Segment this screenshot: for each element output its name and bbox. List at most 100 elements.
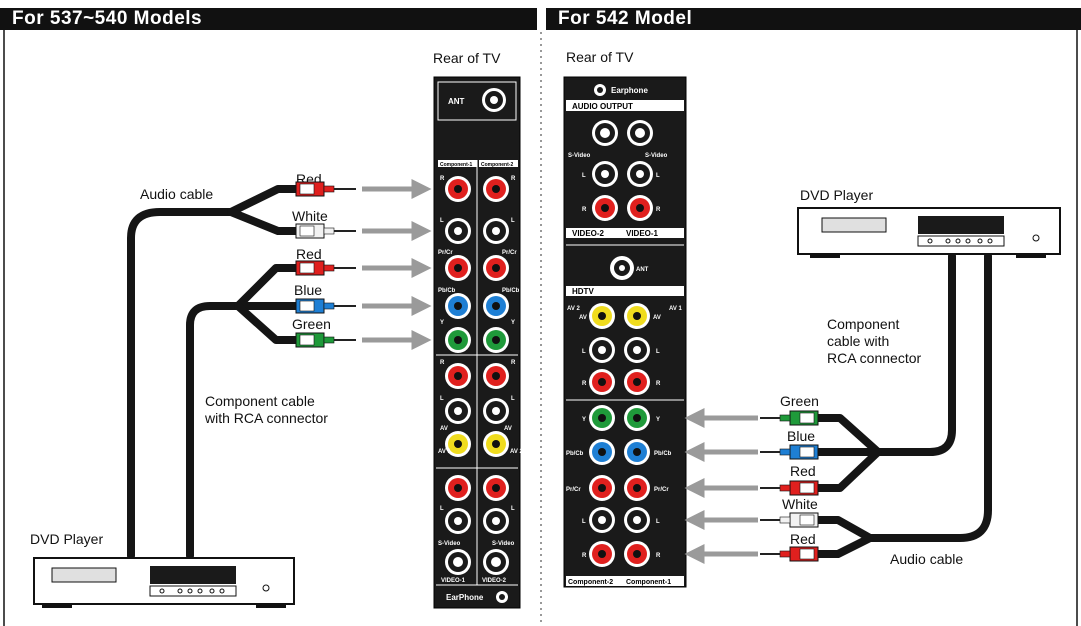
left-plug-green-component: [295, 332, 356, 348]
panel-jack-label: Y: [440, 320, 444, 326]
panel-jack-label: R: [582, 207, 587, 213]
right-tv-panel: Earphone AUDIO OUTPUT VIDEO-2 VIDEO-1 HD…: [563, 76, 687, 588]
left-plug-label-white: White: [292, 208, 328, 224]
left-cables: [127, 185, 300, 560]
left-audio-cable-label: Audio cable: [140, 186, 214, 202]
left-tv-panel: ANT Component-1 Component-2: [433, 76, 524, 609]
left-plug-red-component: [295, 260, 356, 276]
panel-jack-label: R: [656, 381, 661, 387]
panel-jack-label: Pr/Cr: [502, 250, 517, 256]
panel-jack-label: L: [656, 349, 660, 355]
left-audio-cable-branch-red: [227, 185, 300, 216]
panel-jack-label: S-Video: [645, 153, 668, 159]
panel-jack-label: ANT: [636, 267, 649, 273]
left-dvd-player: [33, 557, 295, 608]
panel-jack-label: R: [440, 176, 445, 182]
left-panel-jacks: [445, 176, 509, 575]
right-audio-cable-trunk: [866, 252, 992, 542]
right-audio-branch-white: [814, 516, 874, 542]
left-audio-cable-branch-white: [227, 208, 300, 235]
right-plug-label-white: White: [782, 496, 818, 512]
panel-jack-label: AV: [440, 426, 448, 432]
left-component-branch-red: [234, 264, 300, 310]
right-component-cable-trunk: [874, 252, 956, 456]
right-audio-cable-label: Audio cable: [890, 551, 964, 567]
panel-jack-label: S-Video: [568, 153, 591, 159]
left-plug-label-blue: Blue: [294, 282, 323, 298]
left-arrows: [362, 179, 432, 350]
right-plug-green: [760, 410, 819, 426]
panel-jack-label: AV: [504, 426, 512, 432]
panel-jack-label: L: [582, 173, 586, 179]
panel-jack-label: Pr/Cr: [566, 487, 581, 493]
panel-jack-label: Pb/Cb: [654, 451, 672, 457]
right-rear-of-tv-label: Rear of TV: [566, 49, 634, 65]
right-component-branch-red: [814, 448, 882, 492]
left-plug-red-audio: [295, 181, 356, 197]
right-component-cable-label: Component cable with RCA connector: [827, 316, 922, 366]
panel-jack-label: Pb/Cb: [502, 288, 520, 294]
right-dvd-player-label: DVD Player: [800, 187, 874, 203]
left-component-cable-trunk: [186, 302, 242, 560]
left-video-1-label: VIDEO-1: [441, 578, 466, 584]
right-component-1-label: Component-1: [626, 579, 671, 586]
panel-jack-label: L: [440, 218, 444, 224]
right-earphone-label: Earphone: [611, 86, 648, 95]
right-video-1-label: VIDEO-1: [626, 229, 659, 238]
right-cables: [814, 252, 992, 558]
left-video-2-label: VIDEO-2: [482, 578, 507, 584]
panel-jack-label: Y: [582, 417, 586, 423]
panel-jack-label: L: [511, 218, 515, 224]
panel-jack-label: Y: [511, 320, 515, 326]
panel-jack-label: L: [582, 349, 586, 355]
right-plug-white-audio: [760, 512, 819, 528]
left-component-cable-label: Component cable with RCA connector: [205, 393, 328, 426]
panel-jack-label: R: [582, 381, 587, 387]
right-audio-branch-red: [814, 534, 874, 558]
panel-jack-label: Y: [656, 417, 660, 423]
left-ant-label: ANT: [448, 97, 465, 106]
panel-jack-label: L: [656, 173, 660, 179]
right-dvd-player: [797, 207, 1061, 258]
right-video-2-label: VIDEO-2: [572, 229, 605, 238]
left-av-2-label: AV 2: [510, 449, 524, 455]
panel-jack-label: Pb/Cb: [438, 288, 456, 294]
right-plug-red-audio: [760, 546, 819, 562]
right-section-title: For 542 Model: [546, 8, 1081, 30]
right-hdtv-label: HDTV: [572, 287, 594, 296]
right-plug-blue: [760, 444, 819, 460]
panel-jack-label: R: [511, 360, 516, 366]
right-plug-label-blue: Blue: [787, 428, 816, 444]
left-component-2-label: Component-2: [481, 162, 513, 168]
right-plug-red-component: [760, 480, 819, 496]
left-earphone-label: EarPhone: [446, 593, 484, 602]
panel-jack-label: AV 2: [567, 306, 581, 312]
right-audio-output-label: AUDIO OUTPUT: [572, 102, 633, 111]
panel-jack-label: AV 1: [669, 306, 683, 312]
panel-jack-label: R: [656, 207, 661, 213]
right-plug-label-red-2: Red: [790, 531, 816, 547]
right-component-branch-green: [814, 414, 882, 456]
left-plug-label-green: Green: [292, 316, 331, 332]
left-plug-blue-component: [295, 298, 356, 314]
panel-jack-label: Pr/Cr: [654, 487, 669, 493]
left-audio-cable-trunk: [127, 208, 235, 560]
panel-jack-label: S-Video: [438, 541, 461, 547]
right-plug-label-green: Green: [780, 393, 819, 409]
left-rear-of-tv-label: Rear of TV: [433, 50, 501, 66]
left-av-1-label: AV 1: [438, 449, 452, 455]
panel-jack-label: L: [440, 396, 444, 402]
right-component-2-label: Component-2: [568, 579, 613, 586]
left-component-branch-green: [234, 302, 300, 344]
panel-jack-label: L: [511, 396, 515, 402]
panel-jack-label: R: [511, 176, 516, 182]
panel-jack-label: R: [656, 553, 661, 559]
panel-jack-label: Pr/Cr: [438, 250, 453, 256]
right-plug-label-red-1: Red: [790, 463, 816, 479]
left-plug-white-audio: [295, 223, 356, 239]
right-arrows: [684, 408, 758, 564]
panel-jack-label: AV: [653, 315, 661, 321]
left-component-1-label: Component-1: [440, 162, 472, 168]
left-dvd-player-label: DVD Player: [30, 531, 104, 547]
panel-jack-label: L: [511, 506, 515, 512]
